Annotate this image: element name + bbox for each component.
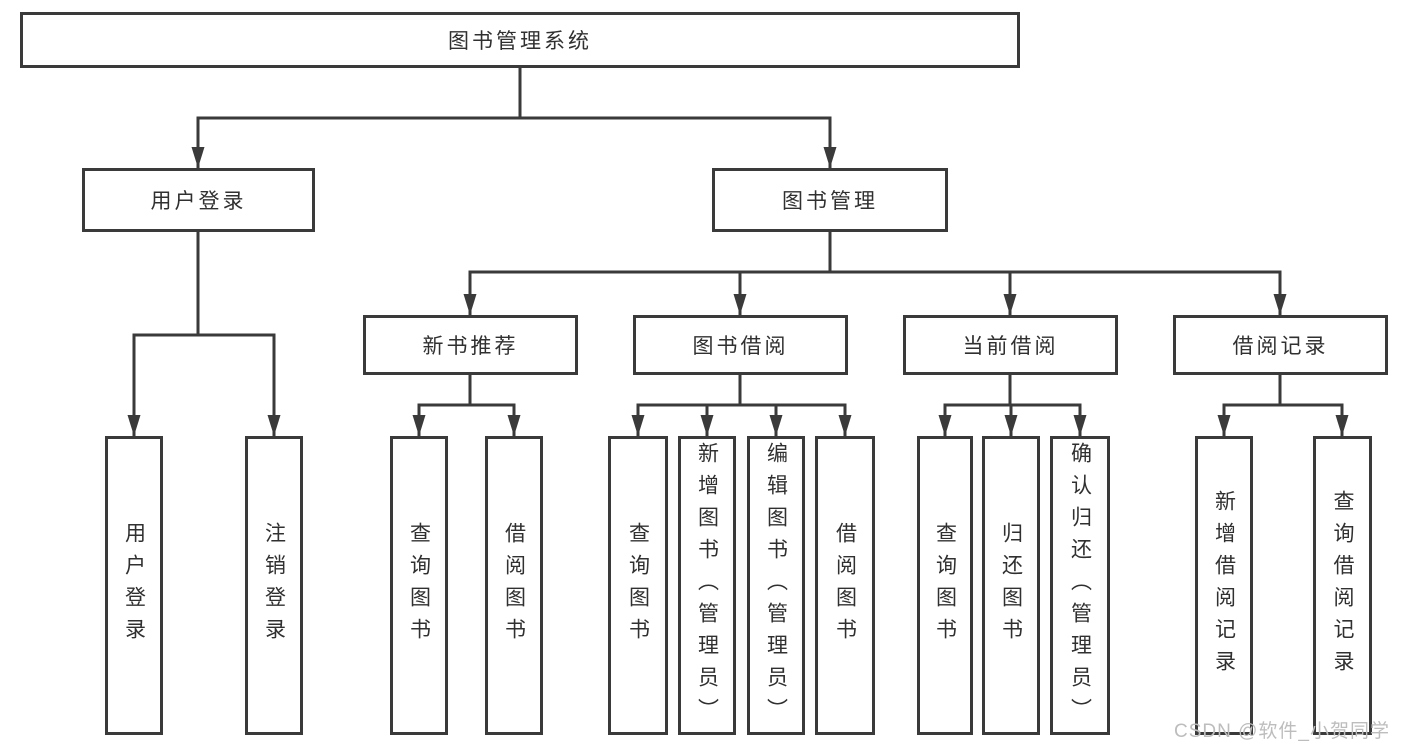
node-query-books-current: 查询图书: [917, 436, 973, 735]
node-label: 借阅图书: [502, 521, 526, 650]
connector-new-book-children: [412, 375, 521, 436]
watermark: CSDN @软件_小贺同学: [1174, 721, 1390, 742]
node-query-borrow-record: 查询借阅记录: [1313, 436, 1372, 735]
node-logout-leaf: 注销登录: [245, 436, 303, 735]
node-user-login-branch: 用户登录: [82, 168, 315, 232]
node-user-login-leaf: 用户登录: [105, 436, 163, 735]
node-label: 查询借阅记录: [1331, 489, 1354, 682]
node-confirm-return-admin: 确认归还（管理员）: [1050, 436, 1110, 735]
node-book-management-branch: 图书管理: [712, 168, 948, 232]
connector-current-borrowing-children: [938, 375, 1087, 436]
node-borrow-books-leaf: 借阅图书: [815, 436, 875, 735]
connector-user-login-children: [127, 232, 281, 436]
node-add-borrow-record: 新增借阅记录: [1195, 436, 1253, 735]
node-query-books-borrowing: 查询图书: [608, 436, 668, 735]
connector-book-borrowing-children: [631, 375, 852, 436]
node-label: 新增图书（管理员）: [695, 441, 719, 730]
node-label: 注销登录: [262, 521, 286, 650]
node-add-books-admin: 新增图书（管理员）: [678, 436, 736, 735]
node-label: 归还图书: [999, 521, 1023, 650]
node-borrowing-records: 借阅记录: [1173, 315, 1388, 375]
connector-book-management-modules: [463, 232, 1287, 315]
node-book-borrowing: 图书借阅: [633, 315, 848, 375]
node-return-books: 归还图书: [982, 436, 1040, 735]
node-label: 查询图书: [933, 521, 957, 650]
node-label: 借阅图书: [833, 521, 857, 650]
node-borrow-books-recommend: 借阅图书: [485, 436, 543, 735]
node-label: 查询图书: [407, 521, 431, 650]
connector-root-to-level2: [191, 68, 837, 168]
connector-borrowing-records-children: [1217, 375, 1349, 436]
node-new-book-recommendation: 新书推荐: [363, 315, 578, 375]
node-query-books-recommend: 查询图书: [390, 436, 448, 735]
node-current-borrowing: 当前借阅: [903, 315, 1118, 375]
node-library-system: 图书管理系统: [20, 12, 1020, 68]
node-label: 新增借阅记录: [1212, 489, 1236, 682]
node-edit-books-admin: 编辑图书（管理员）: [747, 436, 805, 735]
node-label: 编辑图书（管理员）: [764, 441, 788, 730]
node-label: 查询图书: [626, 521, 650, 650]
node-label: 确认归还（管理员）: [1068, 441, 1092, 730]
node-label: 用户登录: [122, 521, 146, 650]
